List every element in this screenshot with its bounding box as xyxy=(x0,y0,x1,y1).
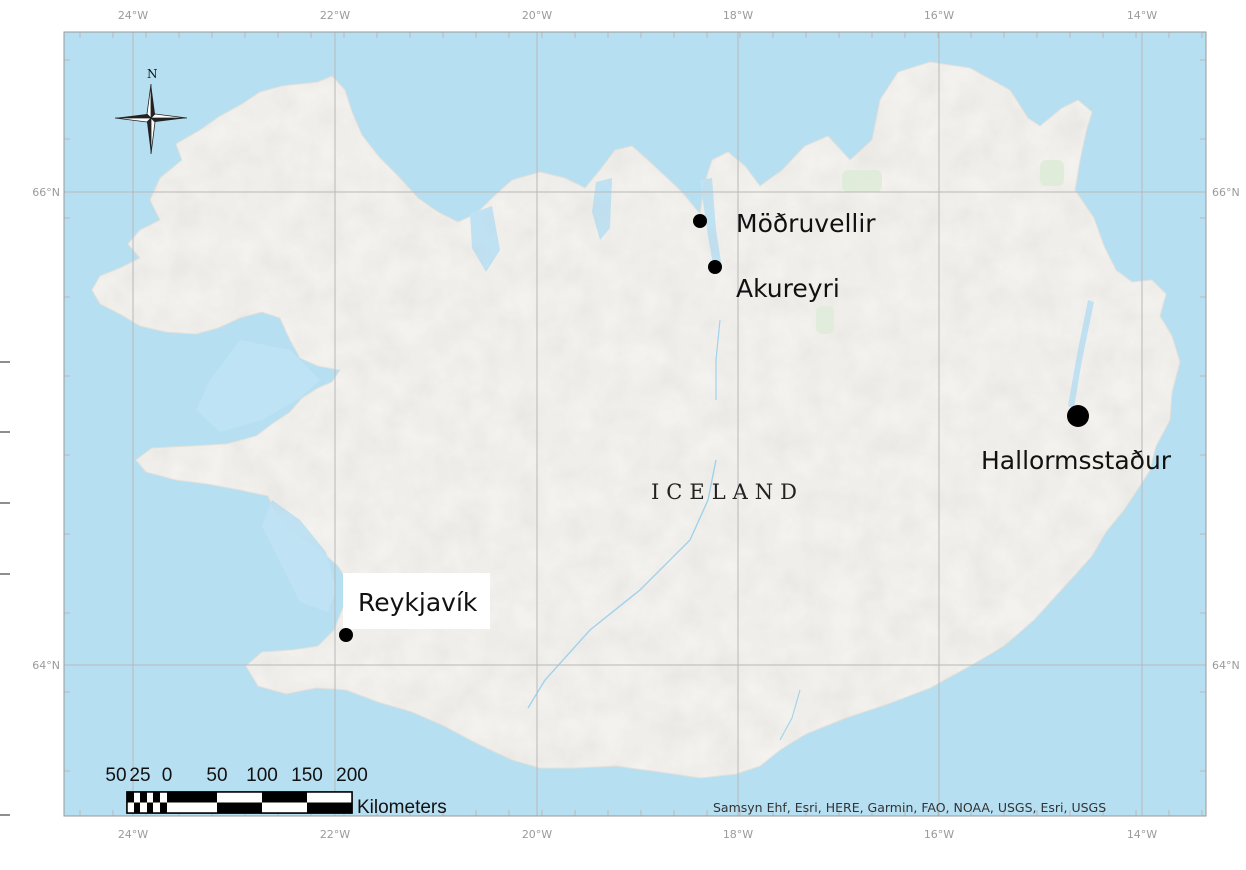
place-hallormsstadur[interactable]: Hallormsstaður xyxy=(981,405,1172,475)
latitude-label-left: 66°N xyxy=(32,186,60,199)
latitude-label-right: 66°N xyxy=(1212,186,1240,199)
place-label: Akureyri xyxy=(736,274,840,303)
north-arrow: N xyxy=(114,67,188,155)
green-patch xyxy=(1040,160,1064,186)
scale-segment xyxy=(153,802,160,813)
north-label: N xyxy=(147,67,158,81)
longitude-label-bottom: 16°W xyxy=(924,828,954,841)
scale-segment xyxy=(147,802,153,813)
scale-unit: Kilometers xyxy=(357,797,447,818)
scale-segment xyxy=(262,792,307,803)
scale-segment xyxy=(307,792,352,803)
longitude-label-top: 22°W xyxy=(320,9,350,22)
longitude-label-bottom: 22°W xyxy=(320,828,350,841)
compass-rose-icon xyxy=(114,83,188,155)
scale-segment xyxy=(160,802,167,813)
scale-segment xyxy=(217,802,262,813)
scale-segment xyxy=(160,792,167,803)
place-marker xyxy=(339,628,353,642)
scale-outline xyxy=(126,791,353,814)
scale-tick-label: 0 xyxy=(162,765,173,786)
longitude-label-top: 18°W xyxy=(723,9,753,22)
scale-segment xyxy=(153,792,160,803)
left-edge-ticks xyxy=(0,361,10,816)
faxafloi xyxy=(262,500,336,612)
scale-segment xyxy=(167,802,217,813)
place-label: Hallormsstaður xyxy=(981,446,1172,475)
scale-segment xyxy=(167,792,217,803)
breidafjordur xyxy=(196,340,320,432)
longitude-label-top: 24°W xyxy=(118,9,148,22)
attribution: Samsyn Ehf, Esri, HERE, Garmin, FAO, NOA… xyxy=(713,800,1106,815)
scale-segment xyxy=(147,792,153,803)
longitude-label-top: 14°W xyxy=(1127,9,1157,22)
scale-segment xyxy=(217,792,262,803)
scale-segment xyxy=(134,802,140,813)
place-reykjavik[interactable]: Reykjavík xyxy=(339,573,490,642)
country-label: ICELAND xyxy=(651,480,804,504)
longitude-label-top: 16°W xyxy=(924,9,954,22)
green-patch xyxy=(842,170,882,192)
scale-tick-label: 50 xyxy=(206,765,227,786)
longitude-label-bottom: 24°W xyxy=(118,828,148,841)
river xyxy=(779,689,801,741)
place-label: Möðruvellir xyxy=(736,209,876,238)
place-marker xyxy=(1067,405,1089,427)
scale-segment xyxy=(134,792,140,803)
latitude-label-left: 64°N xyxy=(32,659,60,672)
graticule: 24°W 24°W 22°W 22°W 20°W 20°W 18°W 18°W 16°W 16°W… xyxy=(32,9,1239,841)
scale-segment xyxy=(262,802,307,813)
map-frame xyxy=(63,31,1207,817)
scale-segment xyxy=(127,802,134,813)
scale-tick-label: 25 xyxy=(129,765,150,786)
place-marker xyxy=(708,260,722,274)
river xyxy=(715,319,721,400)
scale-segment xyxy=(127,792,134,803)
scale-segment xyxy=(140,802,147,813)
green-patch xyxy=(816,306,834,334)
scale-segments xyxy=(126,791,353,814)
longitude-label-bottom: 14°W xyxy=(1127,828,1157,841)
place-mobruvellir[interactable]: Möðruvellir xyxy=(693,209,876,238)
scale-tick-label: 200 xyxy=(336,765,368,786)
scale-tick-label: 100 xyxy=(246,765,278,786)
longitude-label-bottom: 20°W xyxy=(522,828,552,841)
latitude-label-right: 64°N xyxy=(1212,659,1240,672)
scale-tick-label: 150 xyxy=(291,765,323,786)
place-label: Reykjavík xyxy=(358,588,478,617)
longitude-label-bottom: 18°W xyxy=(723,828,753,841)
river xyxy=(527,459,717,709)
scale-segment xyxy=(307,802,352,813)
scale-tick-label: 50 xyxy=(105,765,126,786)
longitude-label-top: 20°W xyxy=(522,9,552,22)
place-akureyri[interactable]: Akureyri xyxy=(708,260,840,303)
place-label-halo xyxy=(343,573,490,629)
scale-segment xyxy=(140,792,147,803)
place-marker xyxy=(693,214,707,228)
